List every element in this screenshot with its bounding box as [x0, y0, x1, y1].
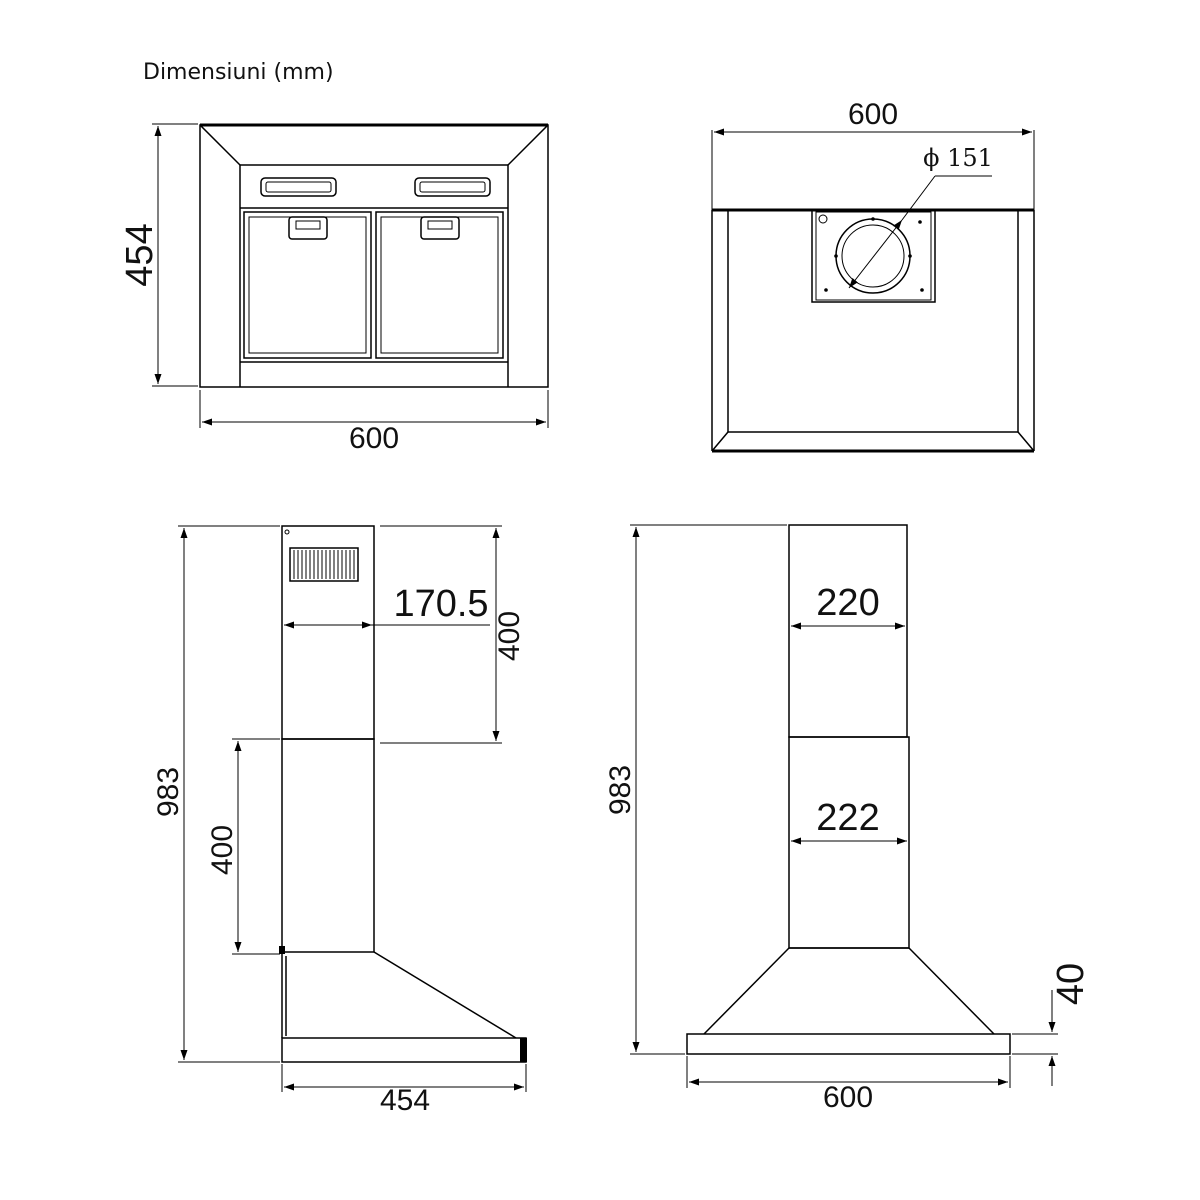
- control-panel-right: [414, 177, 491, 197]
- front-height-label: 454: [119, 223, 161, 286]
- outlet-diameter-label: ϕ 151: [923, 144, 993, 172]
- top-width-label: 600: [848, 98, 898, 131]
- drawing-title: Dimensiuni (mm): [143, 60, 334, 85]
- rear-view: 983 220 222 40 600: [604, 524, 1092, 1114]
- front-view: 454 600: [119, 123, 549, 455]
- side-chimney-depth-label: 170.5: [393, 583, 488, 625]
- rear-width-label: 600: [823, 1081, 873, 1114]
- rear-upper-chimney-width-label: 220: [816, 582, 879, 624]
- rear-base-height-label: 40: [1050, 963, 1092, 1005]
- front-width-label: 600: [349, 422, 399, 455]
- top-view: 600 ϕ 151: [711, 98, 1035, 453]
- side-lower-chimney-label: 400: [206, 825, 239, 875]
- side-depth-label: 454: [380, 1084, 430, 1117]
- side-upper-chimney-label: 400: [493, 611, 526, 661]
- grease-filter-left: [243, 211, 372, 359]
- grease-filter-right: [375, 211, 504, 359]
- control-panel-left: [260, 177, 337, 197]
- vent-grille: [289, 547, 359, 582]
- side-view: 983 400 400 170.5 454: [152, 525, 527, 1117]
- outlet-flange: [811, 209, 936, 303]
- rear-total-height-label: 983: [604, 765, 637, 815]
- side-total-height-label: 983: [152, 767, 185, 817]
- rear-lower-chimney-width-label: 222: [816, 797, 879, 839]
